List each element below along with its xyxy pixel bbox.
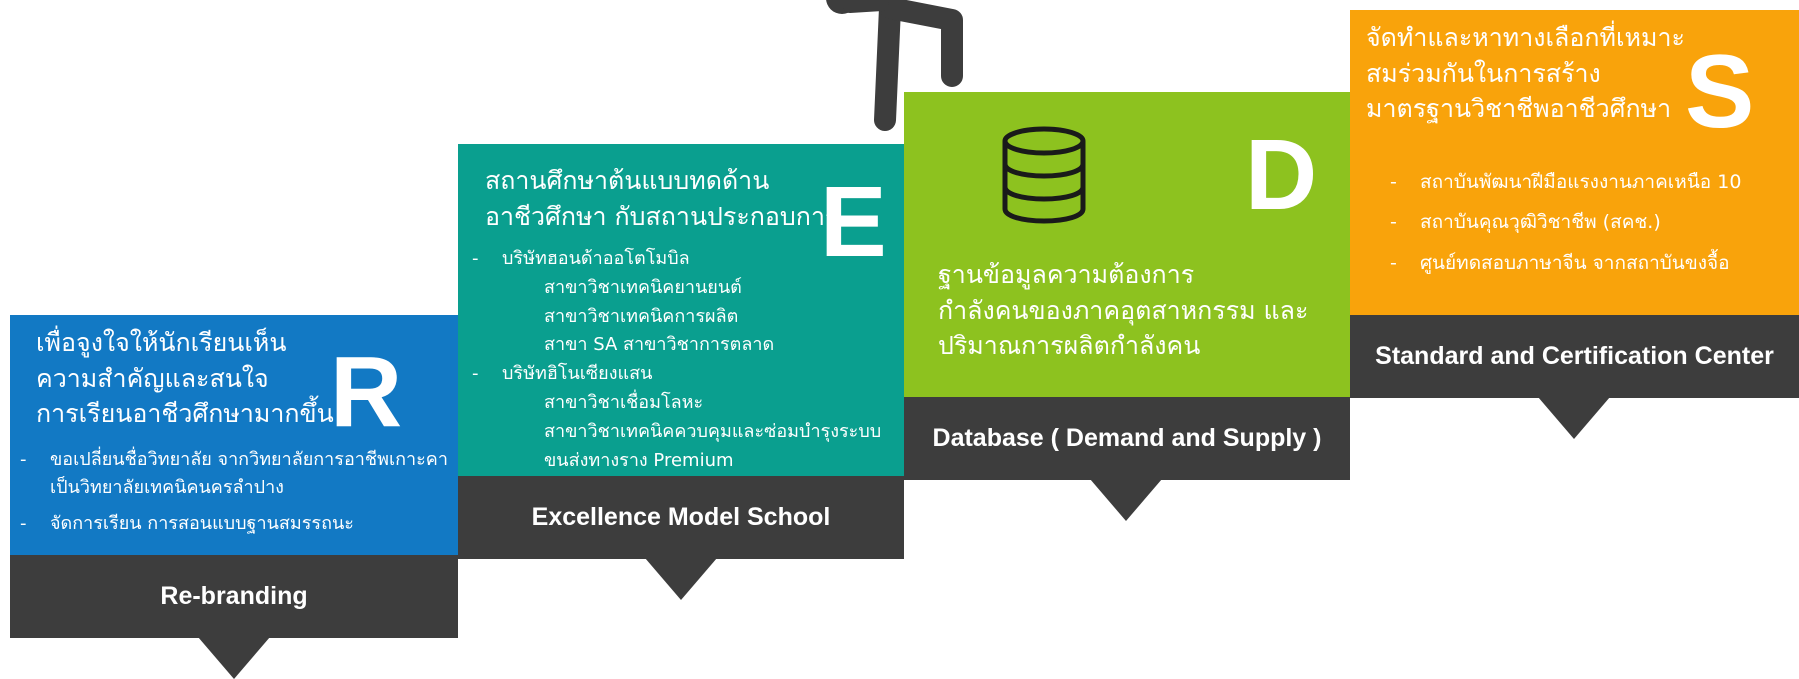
- company-name: บริษัทฮิโนเซียงแสน: [502, 363, 653, 385]
- standard-pointer: [1538, 397, 1610, 439]
- standard-heading: จัดทำและหาทางเลือกที่เหมาะ สมร่วมกันในกา…: [1366, 20, 1685, 127]
- heading-line: เพื่อจูงใจให้นักเรียนเห็น: [36, 328, 287, 357]
- branch-item: ขนส่งทางราง Premium: [544, 449, 734, 471]
- database-pointer: [1090, 479, 1162, 521]
- heading-line: การเรียนอาชีวศึกษามากขึ้น: [36, 399, 334, 428]
- heading-line: จัดทำและหาทางเลือกที่เหมาะ: [1366, 23, 1685, 52]
- standard-label: Standard and Certification Center: [1350, 315, 1799, 398]
- heading-line: มาตรฐานวิชาชีพอาชีวศึกษา: [1366, 94, 1672, 123]
- bullet-text: ขอเปลี่ยนชื่อวิทยาลัย จากวิทยาลัยการอาชี…: [50, 449, 448, 470]
- rebranding-heading: เพื่อจูงใจให้นักเรียนเห็น ความสำคัญและสน…: [36, 325, 334, 432]
- bullet-text: เป็นวิทยาลัยเทคนิคนครลำปาง: [50, 476, 284, 498]
- list-item: สถาบันพัฒนาฝีมือแรงงานภาคเหนือ 10: [1390, 162, 1741, 203]
- database-heading: ฐานข้อมูลความต้องการ กำลังคนของภาคอุตสาห…: [938, 257, 1308, 364]
- excellence-pointer: [645, 558, 717, 600]
- rebranding-pointer: [198, 637, 270, 679]
- letter-d: D: [1245, 119, 1318, 231]
- database-panel: [904, 92, 1350, 397]
- database-label: Database ( Demand and Supply ): [904, 397, 1350, 480]
- standard-bullets: สถาบันพัฒนาฝีมือแรงงานภาคเหนือ 10 สถาบัน…: [1390, 162, 1741, 283]
- branch-item: สาขา SA สาขาวิชาการตลาด: [544, 334, 775, 356]
- heading-line: สมร่วมกันในการสร้าง: [1366, 58, 1601, 88]
- list-item: สถาบันคุณวุฒิวิชาชีพ (สคช.): [1390, 202, 1741, 243]
- database-icon: [1002, 126, 1086, 224]
- excellence-heading: สถานศึกษาต้นแบบทดด้าน อาชีวศึกษา กับสถาน…: [485, 163, 838, 234]
- rebranding-bullets: ขอเปลี่ยนชื่อวิทยาลัย จากวิทยาลัยการอาชี…: [20, 446, 448, 538]
- climbing-person-icon: [826, 0, 963, 131]
- bullet-text: จัดการเรียน การสอนแบบฐานสมรรถนะ: [50, 512, 354, 534]
- list-item: บริษัทฮิโนเซียงแสน สาขาวิชาเชื่อมโลหะ สา…: [472, 360, 881, 475]
- heading-line: ปริมาณการผลิตกำลังคน: [938, 331, 1201, 360]
- letter-r: R: [330, 336, 403, 448]
- heading-line: ความสำคัญและสนใจ: [36, 363, 269, 393]
- heading-line: สถานศึกษาต้นแบบทดด้าน: [485, 166, 770, 195]
- rebranding-label: Re-branding: [10, 555, 458, 638]
- excellence-label: Excellence Model School: [458, 476, 904, 559]
- list-item: บริษัทฮอนด้าออโตโมบิล สาขาวิชาเทคนิคยานย…: [472, 245, 881, 360]
- excellence-bullets: บริษัทฮอนด้าออโตโมบิล สาขาวิชาเทคนิคยานย…: [472, 245, 881, 475]
- list-item: จัดการเรียน การสอนแบบฐานสมรรถนะ: [20, 510, 448, 538]
- list-item: ขอเปลี่ยนชื่อวิทยาลัย จากวิทยาลัยการอาชี…: [20, 446, 448, 502]
- branch-item: สาขาวิชาเทคนิคยานยนต์: [544, 276, 742, 298]
- heading-line: กำลังคนของภาคอุตสาหกรรม และ: [938, 295, 1309, 325]
- letter-s: S: [1685, 34, 1755, 150]
- heading-line: ฐานข้อมูลความต้องการ: [938, 260, 1195, 289]
- company-name: บริษัทฮอนด้าออโตโมบิล: [502, 248, 690, 269]
- branch-item: สาขาวิชาเทคนิคการผลิต: [544, 305, 739, 327]
- branch-item: สาขาวิชาเชื่อมโลหะ: [544, 391, 704, 413]
- heading-line: อาชีวศึกษา กับสถานประกอบการ: [485, 201, 839, 231]
- list-item: ศูนย์ทดสอบภาษาจีน จากสถาบันขงจื้อ: [1390, 243, 1741, 284]
- branch-item: สาขาวิชาเทคนิคควบคุมและซ่อมบำรุงระบบ: [544, 420, 882, 442]
